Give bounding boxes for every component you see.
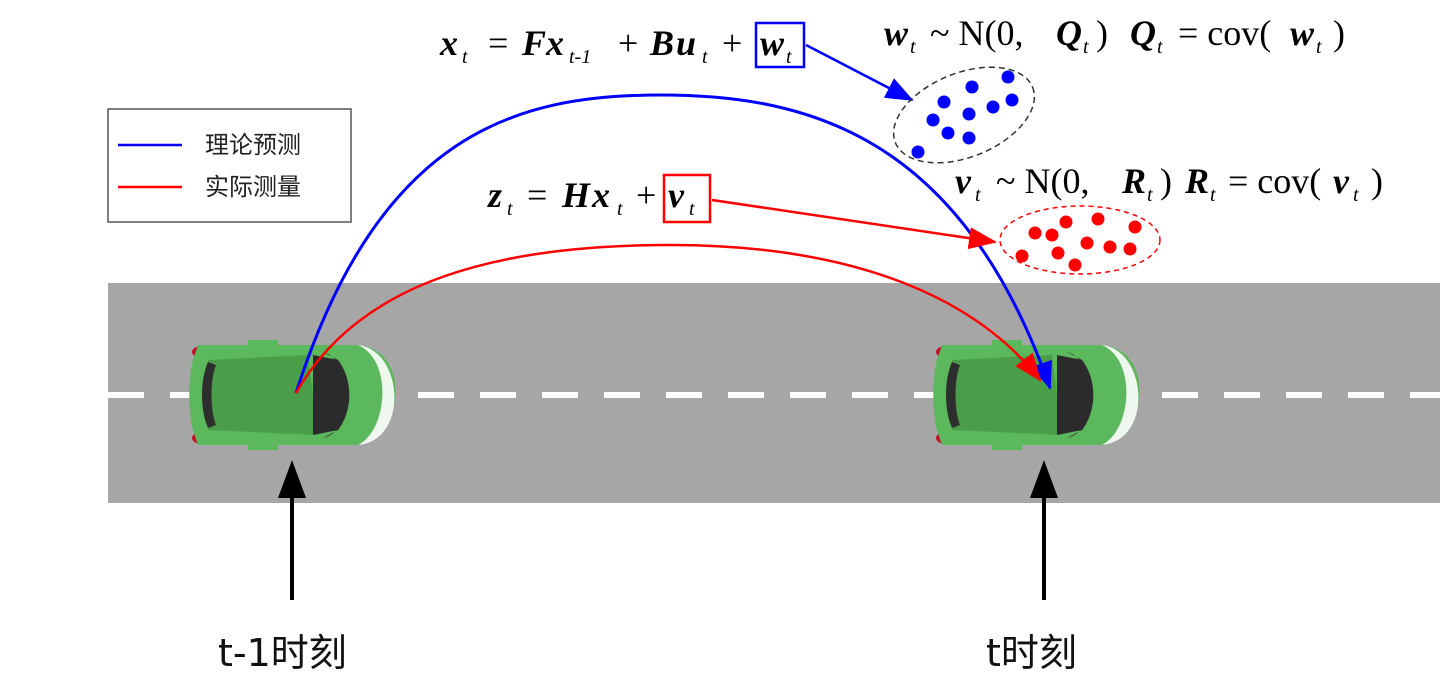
- eq-pc-close: ): [1333, 13, 1345, 53]
- process-noise-cloud: [892, 66, 1036, 164]
- measurement-noise-cloud: [999, 205, 1161, 275]
- eq-state-u: u: [676, 23, 696, 63]
- eq-pc-eq: = cov(: [1178, 13, 1271, 53]
- eq-mc-close: ): [1371, 161, 1383, 201]
- eq-pc-Q: Q: [1130, 13, 1156, 53]
- measurement-noise-box: [662, 173, 712, 224]
- eq-pn-dist: ~ N(0,: [930, 13, 1023, 53]
- car-current: [933, 340, 1140, 450]
- process-noise-box: [754, 21, 806, 69]
- time-pointer-current: [1030, 460, 1058, 600]
- eq-meas-lhs: z: [486, 175, 502, 215]
- eq-state-equals: =: [488, 23, 508, 63]
- eq-state-lhs: x: [439, 23, 458, 63]
- measurement-noise-formula: v t ~ N(0, R t ) R t = cov( v t ): [955, 161, 1383, 206]
- legend-box: [107, 108, 352, 223]
- eq-meas-lhs-sub: t: [507, 198, 513, 220]
- prediction-arc: [294, 93, 1052, 394]
- eq-mn-dist: ~ N(0,: [996, 161, 1089, 201]
- eq-pn-close: ): [1096, 13, 1108, 53]
- eq-pn-w-sub: t: [910, 36, 916, 58]
- eq-state-F: F: [521, 23, 546, 63]
- eq-mc-R-sub: t: [1210, 184, 1216, 206]
- eq-pn-Q-sub: t: [1083, 36, 1089, 58]
- time-label-previous: t-1时刻: [218, 631, 347, 675]
- eq-mc-v: v: [1333, 161, 1350, 201]
- eq-pn-w: w: [884, 13, 909, 53]
- eq-state-w: w: [760, 23, 785, 63]
- legend-label-prediction: 理论预测: [205, 131, 301, 159]
- eq-meas-equals: =: [527, 175, 547, 215]
- eq-mc-R: R: [1184, 161, 1209, 201]
- time-label-current: t时刻: [986, 631, 1077, 675]
- eq-meas-x: x: [591, 175, 610, 215]
- time-pointer-previous: [278, 460, 306, 600]
- eq-mn-v: v: [955, 161, 972, 201]
- measurement-equation: z t = H x t + v t: [486, 175, 695, 220]
- eq-state-plus1: +: [618, 23, 638, 63]
- eq-state-B: B: [649, 23, 674, 63]
- eq-state-w-sub: t: [786, 46, 792, 68]
- eq-mc-v-sub: t: [1353, 184, 1359, 206]
- eq-mn-close: ): [1160, 161, 1172, 201]
- measurement-arc: [294, 243, 1042, 394]
- legend: 理论预测 实际测量: [107, 108, 352, 223]
- eq-mn-R-sub: t: [1147, 184, 1153, 206]
- legend-label-measurement: 实际测量: [205, 173, 301, 201]
- measurement-noise-samples: [1015, 212, 1142, 272]
- eq-meas-x-sub: t: [617, 198, 623, 220]
- eq-pc-Q-sub: t: [1157, 36, 1163, 58]
- eq-state-u-sub: t: [702, 46, 708, 68]
- eq-state-plus2: +: [722, 23, 742, 63]
- process-noise-pointer: [805, 43, 914, 102]
- eq-state-x-sub: t-1: [569, 46, 591, 68]
- measurement-noise-pointer: [711, 198, 997, 250]
- eq-mn-v-sub: t: [975, 184, 981, 206]
- eq-pc-w-sub: t: [1316, 36, 1322, 58]
- eq-mn-R: R: [1121, 161, 1146, 201]
- process-noise-formula: w t ~ N(0, Q t ) Q t = cov( w t ): [884, 13, 1345, 58]
- eq-state-x: x: [545, 23, 564, 63]
- eq-state-lhs-sub: t: [462, 46, 468, 68]
- car-previous: [189, 340, 396, 450]
- eq-meas-plus: +: [636, 175, 656, 215]
- eq-meas-v-sub: t: [689, 198, 695, 220]
- process-noise-samples: [911, 70, 1019, 159]
- eq-meas-v: v: [668, 175, 685, 215]
- eq-pc-w: w: [1290, 13, 1315, 53]
- eq-meas-H: H: [561, 175, 591, 215]
- state-equation: x t = F x t-1 + B u t + w t: [439, 23, 792, 68]
- eq-pn-Q: Q: [1056, 13, 1082, 53]
- eq-mc-eq: = cov(: [1228, 161, 1321, 201]
